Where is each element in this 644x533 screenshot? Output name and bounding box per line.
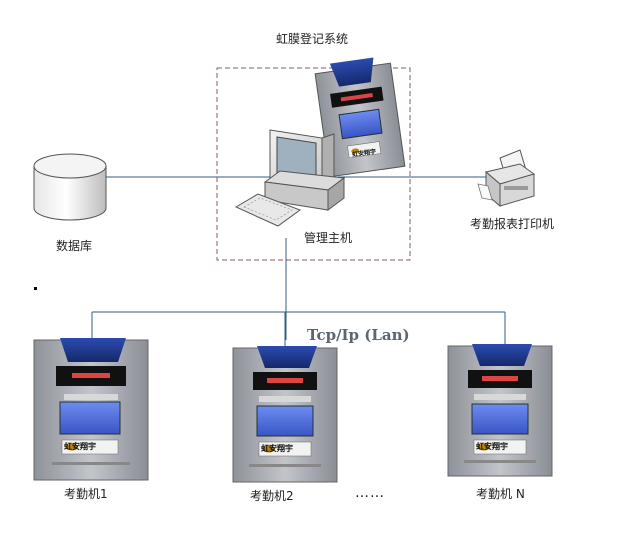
terminal-n-brand: 虹安翔宇 (476, 442, 508, 451)
protocol-label: Tcp/Ip (Lan) (307, 326, 410, 344)
iris-attendance-terminal-icon (33, 338, 149, 481)
terminal-2-brand: 虹安翔宇 (261, 444, 293, 453)
database-cylinder-icon (33, 153, 107, 221)
desktop-computer-icon (234, 129, 346, 227)
database-label: 数据库 (56, 239, 93, 253)
host-label: 管理主机 (304, 231, 353, 245)
printer-icon (477, 149, 536, 208)
printer-label: 考勤报表打印机 (470, 217, 555, 231)
iris-attendance-terminal-icon (232, 346, 338, 483)
terminal-n-label: 考勤机 N (476, 487, 525, 501)
diagram-title: 虹膜登记系统 (276, 32, 349, 46)
registration-device-icon (314, 57, 406, 178)
terminal-2-label: 考勤机2 (250, 489, 294, 503)
ellipsis-label: …… (355, 485, 385, 501)
terminal-1-brand: 虹安翔宇 (64, 442, 96, 451)
terminal-1-label: 考勤机1 (64, 487, 108, 501)
registration-system-boundary (216, 67, 411, 261)
iris-attendance-terminal-icon (447, 344, 553, 477)
connection-lines (91, 176, 506, 348)
keyboard-icon (234, 193, 302, 227)
bullet-marker (34, 287, 37, 290)
